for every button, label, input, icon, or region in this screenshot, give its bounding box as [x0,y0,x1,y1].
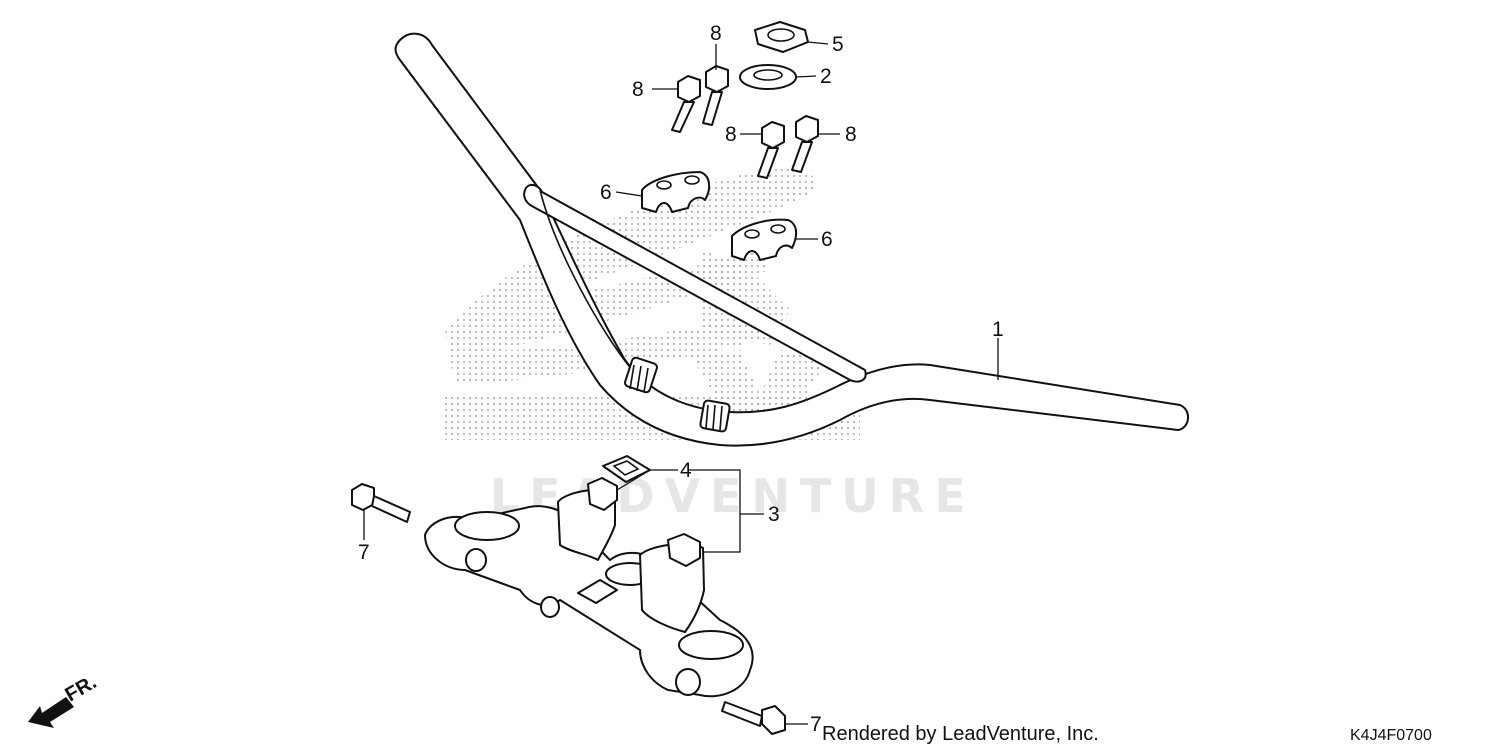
bolt-c[interactable] [757,121,785,179]
handlebar[interactable] [394,32,1189,447]
callout-bolt-a: 8 [632,78,644,101]
callout-bolt-b: 8 [710,22,722,45]
render-credit: Rendered by LeadVenture, Inc. [822,723,1099,745]
callout-bolt-d: 8 [845,123,857,146]
washer[interactable] [739,64,797,90]
diagram-code: K4J4F0700 [1350,727,1432,744]
callout-top-bridge: 3 [768,503,780,526]
bolt-a[interactable] [671,75,701,133]
bolt-d[interactable] [791,115,819,173]
handlebar-holder-upper[interactable] [641,171,711,213]
top-bridge[interactable] [424,477,754,698]
bolt-left[interactable] [351,483,411,523]
callout-washer: 2 [820,65,832,88]
bolt-b[interactable] [702,65,729,126]
front-arrow-icon [28,697,74,728]
hex-nut[interactable] [754,21,809,53]
leader-lines [363,41,999,725]
callout-bolt-c: 8 [725,123,737,146]
callout-nut: 5 [832,33,844,56]
callout-bolt-bottom: 7 [810,713,822,736]
callout-bolt-left: 7 [358,541,370,564]
callout-handlebar: 1 [992,318,1004,341]
handlebar-holder-lower[interactable] [731,218,798,261]
bolt-bottom[interactable] [721,701,786,735]
callout-holder-lower: 6 [821,228,833,251]
callout-holder-upper: 6 [600,181,612,204]
callout-plate: 4 [680,459,692,482]
front-direction-marker: FR. [28,671,100,728]
grip-band-right [699,399,731,433]
